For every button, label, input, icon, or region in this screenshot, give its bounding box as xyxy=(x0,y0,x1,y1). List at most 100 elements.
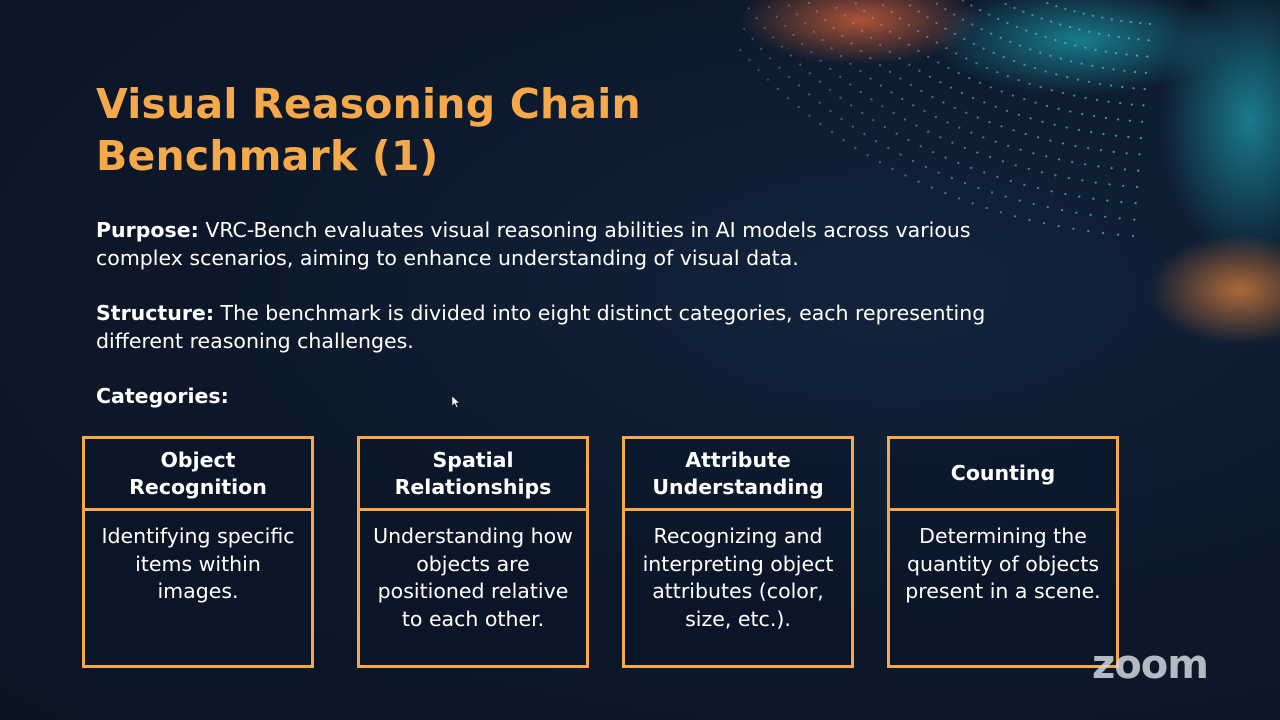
decor-dot xyxy=(1104,215,1107,218)
decor-dot xyxy=(751,37,754,41)
decor-dot xyxy=(1012,129,1015,132)
decor-dot xyxy=(889,70,892,73)
decor-dot xyxy=(1023,63,1026,66)
decor-dot xyxy=(1144,71,1148,74)
decor-dot xyxy=(1061,91,1064,95)
decor-dot xyxy=(1068,26,1072,29)
decor-dot xyxy=(839,75,842,78)
category-card-attribute-understanding: Attribute Understanding Recognizing and … xyxy=(622,436,854,668)
decor-dot xyxy=(1148,22,1151,25)
decor-dot xyxy=(1044,36,1047,39)
decor-dot xyxy=(997,17,1000,20)
decor-dot xyxy=(1049,20,1053,23)
decor-dot xyxy=(1121,85,1124,89)
decor-dot xyxy=(1130,103,1133,106)
decor-dot xyxy=(917,180,920,183)
decor-dot xyxy=(935,22,938,25)
decor-dot xyxy=(982,47,985,50)
decor-dot xyxy=(1094,48,1097,51)
decor-dot xyxy=(1002,56,1005,59)
decor-dot xyxy=(994,140,997,143)
decor-dot xyxy=(797,84,801,87)
decor-dot xyxy=(1114,134,1117,137)
decor-dot xyxy=(953,13,956,16)
decor-dot xyxy=(1054,39,1057,42)
decor-dot xyxy=(1110,18,1113,21)
decor-dot xyxy=(1128,119,1132,122)
decor-dot xyxy=(850,42,853,45)
category-title: Spatial Relationships xyxy=(360,439,586,511)
decor-dot xyxy=(772,36,775,39)
decor-dot xyxy=(1050,89,1053,92)
decor-dot xyxy=(955,52,958,55)
decor-dot xyxy=(1107,100,1110,103)
decor-dot xyxy=(788,4,791,7)
decor-dot xyxy=(909,4,912,7)
decor-dot xyxy=(852,22,855,25)
decor-dot xyxy=(963,37,966,41)
decor-dot xyxy=(1066,76,1069,79)
decor-dot xyxy=(980,28,983,31)
decor-dot xyxy=(1011,94,1015,97)
decor-dot xyxy=(1133,218,1136,221)
decor-dot xyxy=(870,98,873,101)
decor-dot xyxy=(1115,52,1118,55)
decor-dot xyxy=(888,50,891,53)
decor-dot xyxy=(797,106,800,109)
decor-dot xyxy=(988,13,991,16)
category-card-spatial-relationships: Spatial Relationships Understanding how … xyxy=(357,436,589,668)
category-title: Counting xyxy=(890,439,1116,511)
decor-dot xyxy=(957,72,960,75)
decor-dot xyxy=(1104,50,1107,53)
decor-dot xyxy=(1127,135,1130,139)
decor-dot xyxy=(944,27,947,30)
decor-dot xyxy=(912,159,915,162)
decor-dot xyxy=(863,132,866,136)
decor-dot xyxy=(946,121,949,124)
decor-dot xyxy=(939,136,942,139)
decor-dot xyxy=(907,43,910,46)
decor-dot xyxy=(743,27,746,31)
decor-dot xyxy=(1013,6,1016,10)
decor-dot xyxy=(839,55,843,58)
decor-dot xyxy=(1074,144,1077,148)
decor-dot xyxy=(971,202,974,205)
decor-dot xyxy=(1090,131,1093,134)
decor-dot xyxy=(927,130,930,133)
decor-dot xyxy=(1118,217,1121,220)
categories-heading: Categories: xyxy=(96,384,229,408)
decor-dot xyxy=(957,197,961,200)
decor-dot xyxy=(850,104,853,107)
decor-dot xyxy=(880,23,883,26)
decor-dot xyxy=(1119,102,1122,105)
decor-dot xyxy=(807,1,811,5)
decor-dot xyxy=(1075,211,1078,214)
decor-dot xyxy=(1104,116,1108,119)
decor-dot xyxy=(963,182,967,185)
decor-dot xyxy=(1135,54,1138,57)
decor-dot xyxy=(842,139,845,142)
decor-dot xyxy=(1057,225,1060,228)
decor-dot xyxy=(1070,60,1073,63)
decor-dot xyxy=(931,151,935,154)
decor-dot xyxy=(1023,98,1026,101)
decor-dot xyxy=(835,6,838,9)
decor-dot xyxy=(1036,187,1039,190)
decor-dot xyxy=(780,45,784,48)
decor-dot xyxy=(1082,12,1085,15)
purpose-paragraph: Purpose: VRC-Bench evaluates visual reas… xyxy=(96,216,996,272)
decor-dot xyxy=(1065,126,1068,129)
decor-dot xyxy=(908,23,911,26)
decor-dot xyxy=(951,141,954,144)
decor-dot xyxy=(977,186,980,189)
structure-text: The benchmark is divided into eight dist… xyxy=(96,301,986,353)
decor-dot xyxy=(935,41,938,44)
decor-dot xyxy=(830,47,833,50)
decor-dot xyxy=(1120,201,1123,204)
decor-dot xyxy=(1081,112,1084,115)
decor-dot xyxy=(930,186,933,189)
decor-dot xyxy=(879,84,882,87)
decor-dot xyxy=(1116,118,1120,121)
decor-dot xyxy=(1018,199,1021,202)
decor-dot xyxy=(1123,69,1126,72)
